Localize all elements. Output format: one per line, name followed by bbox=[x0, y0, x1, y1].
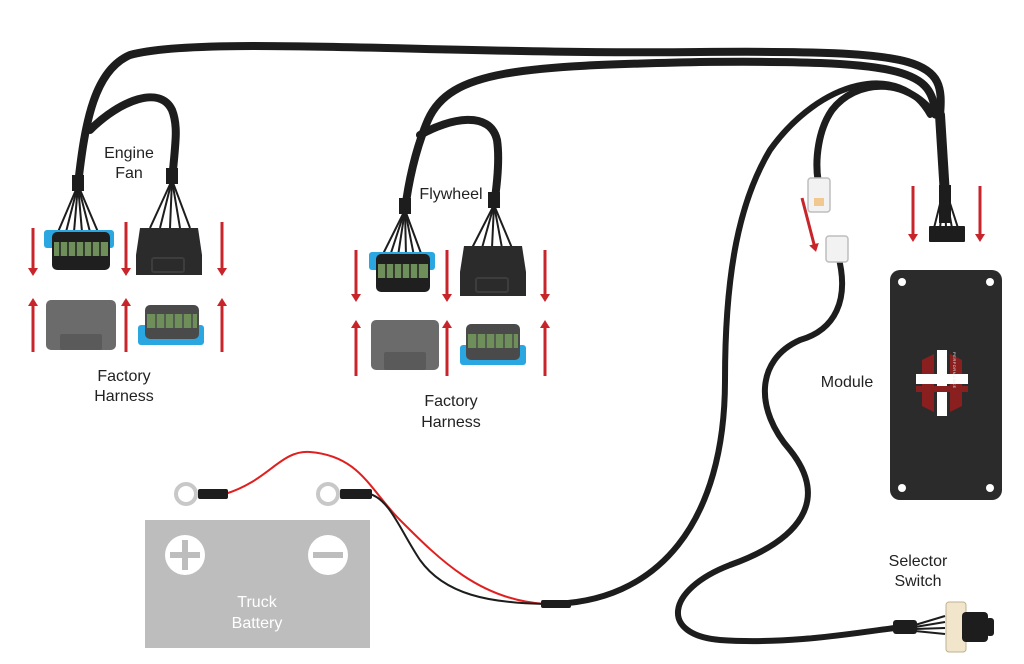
flywheel-connectors bbox=[351, 192, 550, 376]
flywheel-arrows bbox=[351, 250, 550, 376]
battery-label-line2: Battery bbox=[232, 615, 283, 632]
module-logo-icon bbox=[916, 350, 968, 416]
cable-module-main bbox=[935, 110, 950, 200]
module-main-connector bbox=[929, 185, 965, 242]
labels: Engine Fan Flywheel Factory Harness Fact… bbox=[94, 145, 948, 590]
module-small-connector-top bbox=[807, 177, 831, 213]
positive-lead-wire bbox=[224, 450, 546, 605]
engine-fan-blue-connector bbox=[44, 230, 114, 270]
flywheel-factory-gray-connector bbox=[371, 320, 439, 370]
cable-flywheel-branch bbox=[416, 115, 503, 209]
label-factory-harness-2-line2: Harness bbox=[421, 414, 481, 431]
label-factory-harness-1-line1: Factory bbox=[97, 368, 150, 385]
cable-engine-fan-trunk bbox=[74, 42, 945, 189]
module-brand-text: PERFORMANCE bbox=[952, 352, 957, 389]
cable-to-battery bbox=[542, 80, 933, 608]
module-connector-arrow bbox=[800, 197, 819, 252]
truck-battery: Truck Battery bbox=[145, 520, 370, 648]
label-selector-line2: Switch bbox=[894, 573, 941, 590]
main-harness-cables bbox=[74, 42, 950, 645]
label-selector-line1: Selector bbox=[889, 553, 948, 570]
negative-lead-wire bbox=[369, 493, 546, 605]
cable-flywheel-trunk bbox=[401, 57, 939, 214]
engine-fan-arrows bbox=[28, 222, 227, 352]
engine-fan-connectors bbox=[28, 168, 227, 352]
module-box: PERFORMANCE bbox=[890, 270, 1002, 500]
label-factory-harness-2-line1: Factory bbox=[424, 393, 477, 410]
module-arrows bbox=[908, 186, 985, 242]
label-flywheel: Flywheel bbox=[419, 186, 482, 203]
cable-to-selector-switch bbox=[675, 252, 898, 645]
label-module: Module bbox=[821, 374, 874, 391]
engine-fan-factory-gray-connector bbox=[46, 300, 116, 350]
label-factory-harness-1-line2: Harness bbox=[94, 388, 154, 405]
module-small-connector-bottom bbox=[825, 235, 849, 263]
positive-ring-terminal bbox=[174, 482, 198, 506]
selector-switch bbox=[893, 601, 994, 653]
label-engine-fan-line1: Engine bbox=[104, 145, 154, 162]
engine-fan-dark-connector bbox=[136, 228, 202, 275]
cable-to-module-connector bbox=[813, 82, 939, 184]
battery-label-line1: Truck bbox=[237, 594, 277, 611]
flywheel-blue-connector bbox=[369, 252, 435, 292]
flywheel-dark-connector bbox=[460, 246, 526, 296]
flywheel-factory-blue-connector bbox=[460, 324, 526, 365]
cable-engine-fan-branch bbox=[86, 93, 180, 184]
label-engine-fan-line2: Fan bbox=[115, 165, 143, 182]
negative-ring-terminal bbox=[316, 482, 340, 506]
module-section: PERFORMANCE bbox=[800, 177, 1002, 500]
engine-fan-factory-blue-connector bbox=[138, 305, 204, 345]
battery-leads bbox=[174, 450, 571, 608]
